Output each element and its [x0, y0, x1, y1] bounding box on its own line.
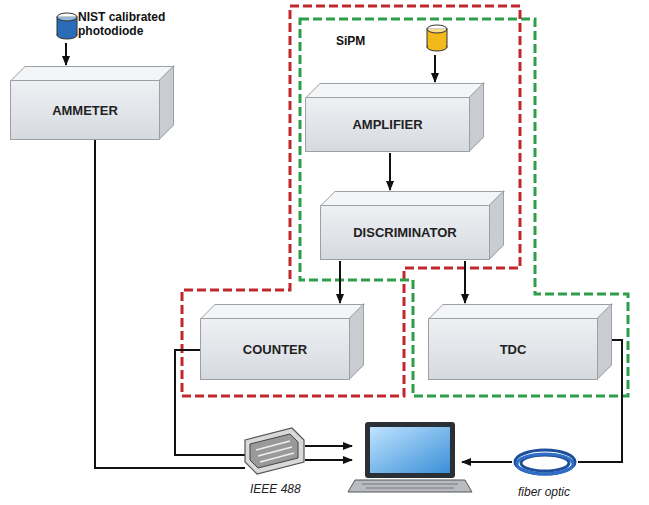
wire	[305, 445, 352, 447]
node-label: COUNTER	[243, 342, 307, 357]
box-side-face	[349, 303, 364, 380]
node-label: AMMETER	[52, 103, 118, 118]
box-top-face	[305, 83, 485, 98]
sensor-icon: NIST calibrated photodiode	[52, 4, 182, 42]
wire	[305, 459, 352, 461]
signal-arrow	[434, 55, 436, 82]
wire	[462, 461, 512, 463]
node-label: DISCRIMINATOR	[353, 225, 457, 240]
process-box: COUNTER	[200, 318, 350, 380]
caption-label: IEEE 488	[250, 482, 301, 496]
signal-arrow	[65, 43, 67, 65]
box-top-face	[320, 191, 505, 206]
cylinder-icon	[426, 24, 448, 52]
node-label: AMPLIFIER	[352, 117, 422, 132]
node-label: NIST calibrated photodiode	[78, 10, 178, 38]
box-side-face	[597, 303, 612, 380]
ieee488-connector	[245, 428, 304, 474]
process-box: AMMETER	[10, 80, 160, 140]
signal-arrow	[464, 261, 466, 303]
caption-label: fiber optic	[518, 485, 570, 499]
laptop	[348, 422, 472, 492]
sensor-icon: SiPM	[330, 26, 452, 54]
fiber-optic-coil	[515, 450, 575, 474]
box-side-face	[159, 65, 174, 140]
process-box: TDC	[428, 318, 598, 380]
signal-arrow	[339, 261, 341, 303]
process-box: DISCRIMINATOR	[320, 205, 490, 260]
box-top-face	[428, 304, 613, 319]
green-dashed-region	[300, 19, 628, 396]
signal-arrow	[389, 153, 391, 190]
node-label: TDC	[500, 342, 527, 357]
box-top-face	[10, 66, 175, 81]
cylinder-icon	[56, 12, 78, 40]
process-box: AMPLIFIER	[305, 97, 470, 152]
node-label: SiPM	[336, 34, 396, 48]
box-top-face	[200, 304, 365, 319]
